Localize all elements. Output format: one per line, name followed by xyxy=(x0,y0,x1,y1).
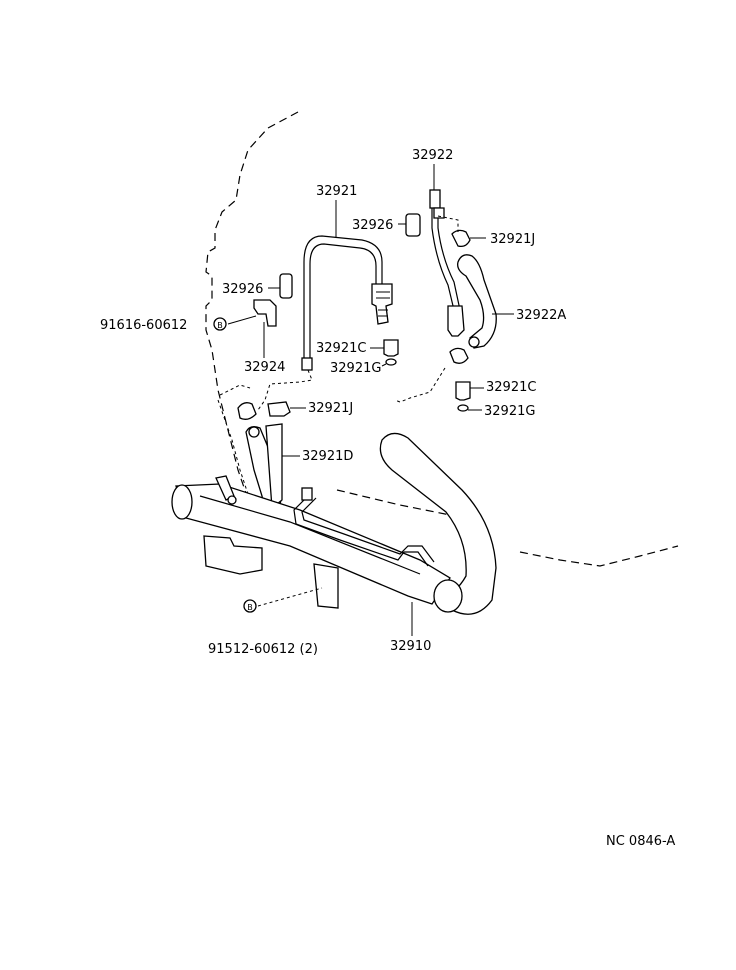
fitting-32921 xyxy=(371,283,393,325)
leader-32921G-mid xyxy=(381,363,387,367)
hose-large-end xyxy=(433,579,463,613)
pipe-over-tube-inner xyxy=(301,497,435,563)
pipe-over-tube-end xyxy=(301,487,313,501)
label-32921: 32921 xyxy=(316,184,357,199)
clamp-32922 xyxy=(433,207,445,219)
tube-32910-end-left xyxy=(171,484,193,520)
clamp-32921J-mid xyxy=(267,401,291,417)
label-32921J-mid: 32921J xyxy=(308,401,353,416)
label-32921C-mid: 32921C xyxy=(316,341,366,356)
hose-32921D-right xyxy=(265,423,283,510)
label-32922A: 32922A xyxy=(516,308,566,323)
bracket-32924 xyxy=(253,299,277,327)
oring-32921G-mid xyxy=(385,358,397,366)
label-91616: 91616-60612 xyxy=(100,318,187,333)
bolt-91616-marker: B xyxy=(217,321,223,330)
bolt-91512 xyxy=(243,599,257,613)
leader-91616 xyxy=(227,315,257,325)
bracket-outline-3 xyxy=(394,367,446,403)
pipe-32922-end xyxy=(429,189,441,209)
clamp-32921J-lower xyxy=(449,347,469,364)
hose-32922A xyxy=(457,254,497,349)
hose-32921D-end xyxy=(248,426,260,438)
bracket-left xyxy=(203,535,263,575)
label-32921C-right: 32921C xyxy=(486,380,536,395)
bracket-right xyxy=(313,563,339,609)
leader-dash-91512 xyxy=(257,587,323,607)
tube-32910-seam xyxy=(199,495,421,575)
sleeve-32926-left xyxy=(279,273,293,299)
bolt-91512-marker: B xyxy=(247,603,253,612)
label-32921J-top: 32921J xyxy=(490,232,535,247)
engine-outline-mid xyxy=(336,489,451,516)
clamp-left xyxy=(237,402,257,420)
label-32926-left: 32926 xyxy=(222,282,263,297)
label-32910: 32910 xyxy=(390,639,431,654)
engine-outline xyxy=(205,111,299,506)
oring-32921G-right xyxy=(457,404,469,412)
clamp-32921J-top xyxy=(451,229,471,248)
leader-dash-32921J xyxy=(437,215,459,232)
fitting-32921C-right xyxy=(455,381,471,401)
pipe-over-tube xyxy=(293,493,429,567)
pipe-32921-inner xyxy=(309,243,377,368)
fitting-32922 xyxy=(447,305,465,337)
pipe-32921 xyxy=(303,235,383,368)
bracket-outline-2 xyxy=(257,369,313,411)
label-32924: 32924 xyxy=(244,360,285,375)
pipe-32922 xyxy=(431,195,455,311)
pipe-32922-inner xyxy=(437,195,461,311)
engine-outline-right xyxy=(519,545,679,567)
label-91512: 91512-60612 (2) xyxy=(208,642,318,657)
bolt-91616 xyxy=(213,317,227,331)
tube-clamp-bolt xyxy=(227,495,237,505)
fitting-32921C-mid xyxy=(383,339,399,357)
pipe-32921-end xyxy=(301,357,313,371)
label-32922: 32922 xyxy=(412,148,453,163)
label-32921G-right: 32921G xyxy=(484,404,535,419)
sleeve-32926-top xyxy=(405,213,421,237)
label-32926-top: 32926 xyxy=(352,218,393,233)
label-32921G-mid: 32921G xyxy=(330,361,381,376)
footer-code: NC 0846-A xyxy=(606,834,675,849)
label-32921D: 32921D xyxy=(302,449,353,464)
fitting-32921-rings xyxy=(376,291,390,317)
hose-32922A-end xyxy=(468,336,480,348)
